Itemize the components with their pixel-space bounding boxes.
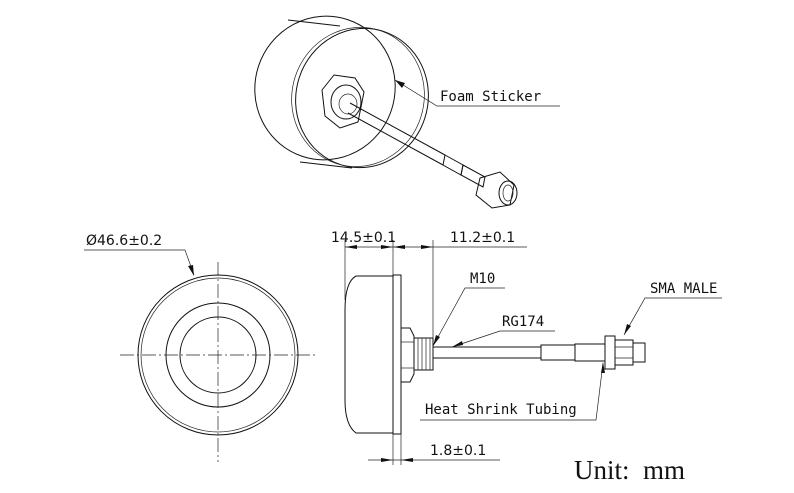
foam-sticker-label: Foam Sticker [440,89,541,105]
side-view: 14.5±0.1 11.2±0.1 M10 RG174 SMA MALE Hea… [331,230,722,465]
thread-label: M10 [470,271,495,287]
depth-dimension: 14.5±0.1 [331,230,396,246]
thread-length-dimension: 11.2±0.1 [450,230,515,246]
plate-thickness-dimension: 1.8±0.1 [430,443,486,459]
diameter-label: Ø46.6±0.2 [86,233,162,249]
cable-label: RG174 [502,314,544,330]
connector-label: SMA MALE [650,281,717,297]
heat-shrink-label: Heat Shrink Tubing [425,402,577,418]
front-view: Ø46.6±0.2 [84,233,318,462]
isometric-view: Foam Sticker [254,15,560,209]
unit-label: Unit: mm [574,455,685,485]
